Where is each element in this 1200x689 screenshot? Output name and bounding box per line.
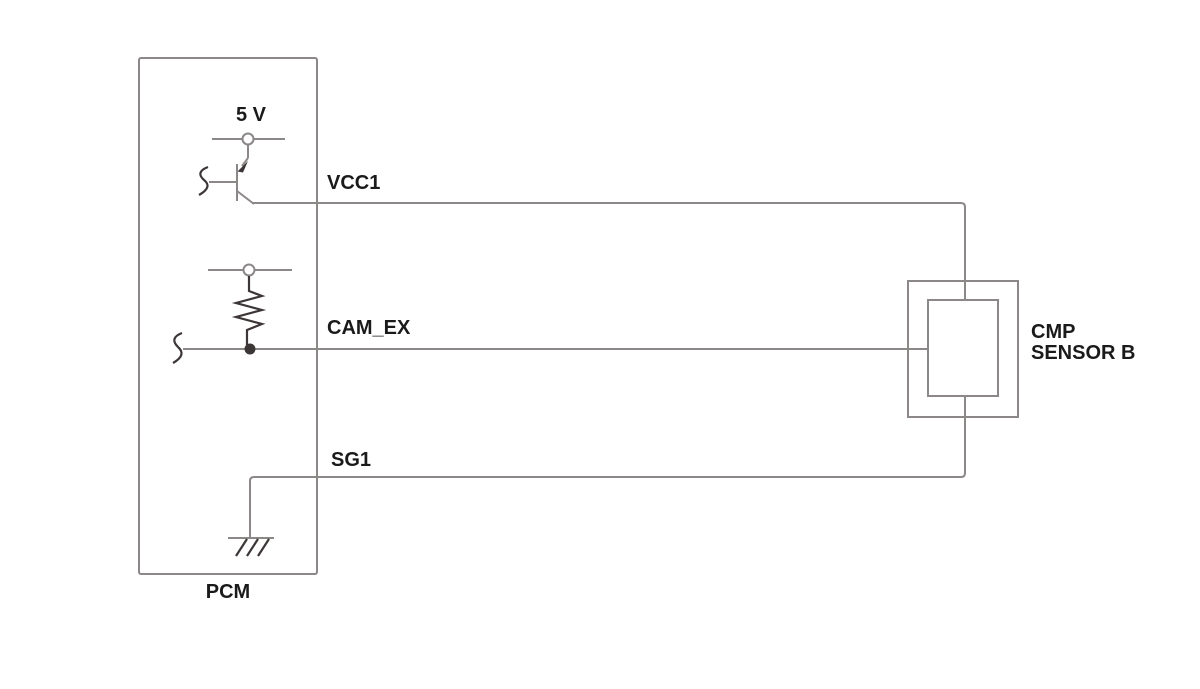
vcc1-wire-label: VCC1: [327, 172, 381, 194]
supply-rail-icon: [208, 263, 292, 277]
pcm-label: PCM: [205, 581, 251, 603]
pnp-transistor-icon: [198, 145, 255, 205]
wire-break-squiggle-icon: [172, 331, 183, 364]
chassis-ground-icon: [228, 537, 274, 557]
junction-dot-icon: [244, 343, 256, 355]
cmp-sensor-label-line1: CMP: [1031, 321, 1076, 343]
pull-up-resistor-icon: [231, 276, 267, 345]
vcc1-wire: [253, 202, 966, 300]
sg1-wire: [249, 396, 966, 538]
wire-break-squiggle-icon: [198, 165, 209, 196]
supply-voltage-label: 5 V: [235, 104, 267, 126]
cam-ex-wire: [172, 331, 928, 364]
5v-supply-rail-icon: [212, 132, 285, 146]
cam-ex-wire-label: CAM_EX: [327, 317, 411, 339]
cmp-sensor-label-line2: SENSOR B: [1031, 342, 1136, 364]
cmp-sensor-label: CMP SENSOR B: [1031, 322, 1135, 364]
sensor-connector-box: [907, 280, 1019, 418]
pcm-box: [138, 57, 318, 575]
sensor-body-box: [927, 299, 999, 397]
sg1-wire-label: SG1: [331, 449, 372, 471]
